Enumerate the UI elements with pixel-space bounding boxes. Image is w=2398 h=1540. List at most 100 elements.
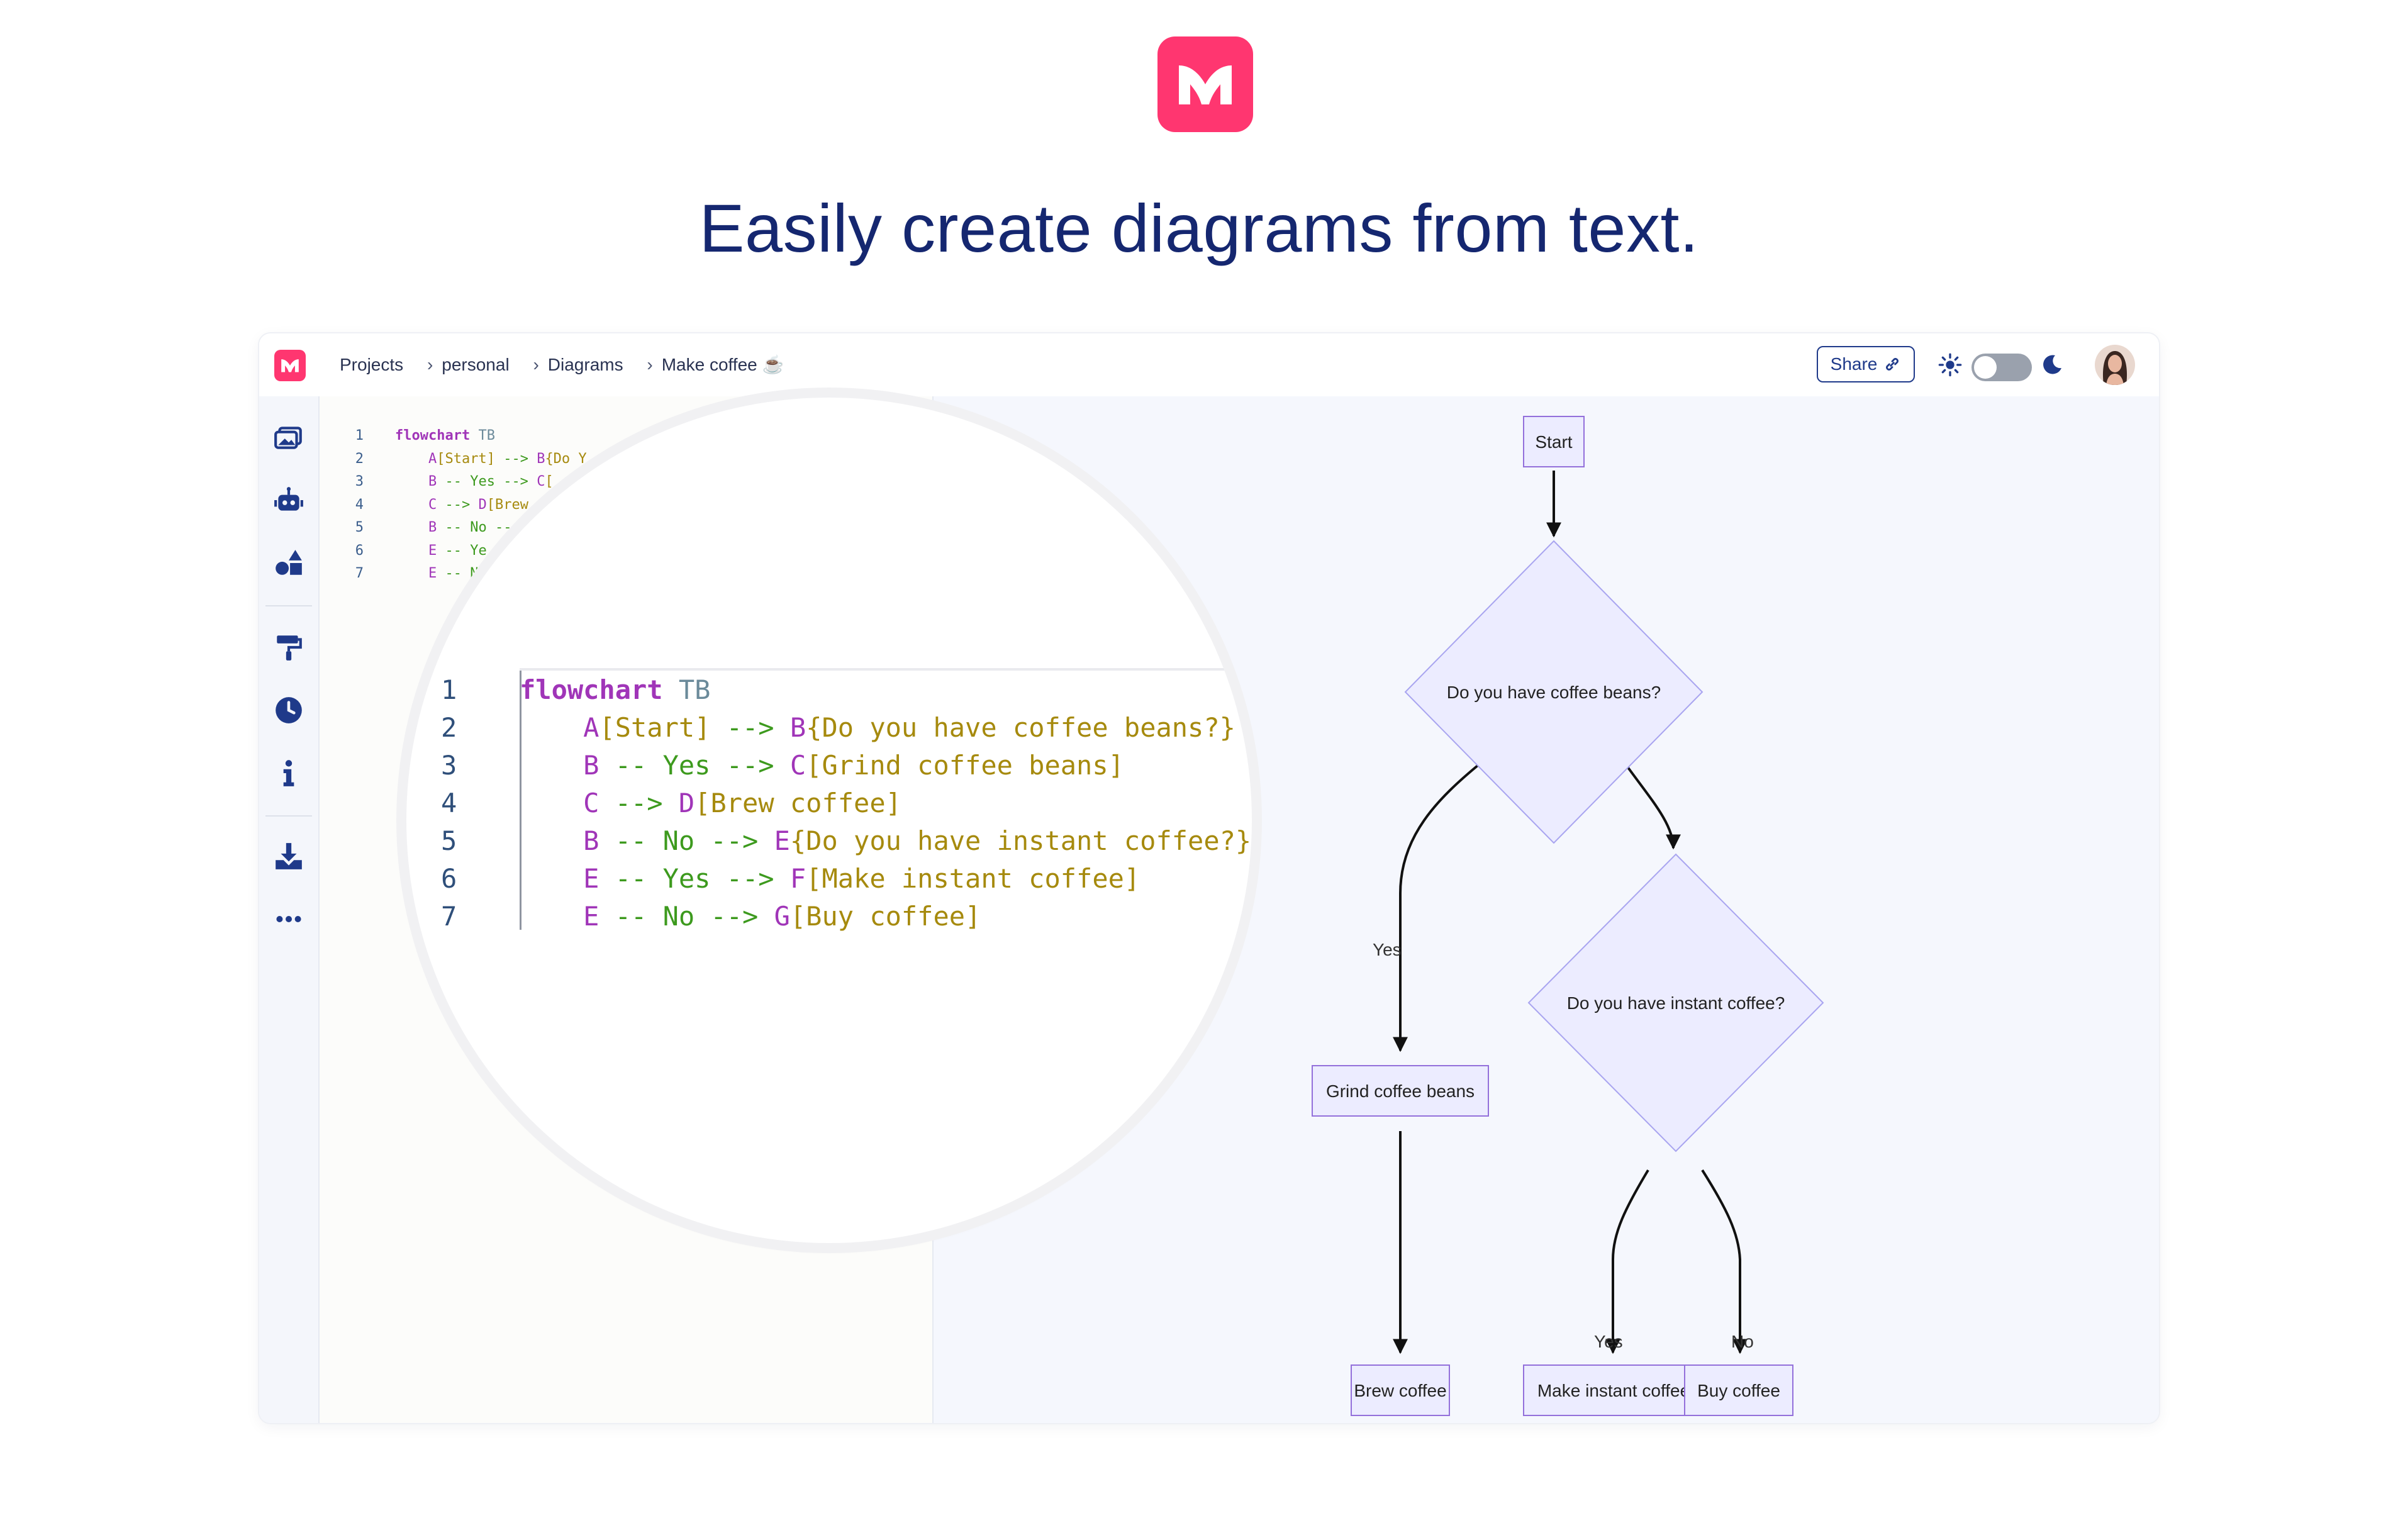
share-button[interactable]: Share bbox=[1817, 346, 1915, 382]
svg-text:Brew coffee: Brew coffee bbox=[1354, 1381, 1446, 1400]
code-token: E bbox=[520, 901, 600, 932]
sidebar-divider bbox=[265, 605, 312, 606]
line-number: 6 bbox=[355, 542, 364, 559]
line-number: 5 bbox=[355, 520, 364, 535]
edge-instant-yes bbox=[1605, 1169, 1649, 1354]
breadcrumb-current-diagram[interactable]: ›Make coffee ☕ bbox=[647, 355, 784, 374]
sidebar-divider bbox=[265, 815, 312, 817]
code-token: --> bbox=[437, 496, 479, 513]
hero-title: Easily create diagrams from text. bbox=[699, 190, 1699, 266]
code-line[interactable]: E -- Yes --> F[Make instant coffee] bbox=[520, 863, 1140, 894]
line-number: 7 bbox=[441, 901, 457, 932]
info-icon[interactable] bbox=[273, 757, 304, 789]
code-token: C bbox=[395, 496, 437, 513]
code-line[interactable]: C --> D[Brew coffee] bbox=[520, 788, 901, 818]
edge-label-yes: Yes bbox=[1594, 1332, 1623, 1351]
ai-bot-icon[interactable] bbox=[273, 484, 304, 516]
code-token: [Brew coffee] bbox=[694, 788, 901, 818]
top-bar: Projects ›personal ›Diagrams ›Make coffe… bbox=[259, 333, 2159, 398]
code-line[interactable]: E -- Ye bbox=[395, 543, 487, 559]
code-token: {Do Y bbox=[545, 450, 587, 467]
line-number: 4 bbox=[441, 788, 457, 818]
node-buy-coffee[interactable]: Buy coffee bbox=[1684, 1364, 1793, 1416]
code-token: D bbox=[678, 788, 695, 818]
code-line[interactable]: B -- Yes --> C[Grind coffee beans] bbox=[520, 750, 1124, 781]
code-token: D bbox=[478, 496, 487, 513]
code-token: A bbox=[520, 712, 600, 743]
download-icon[interactable] bbox=[273, 840, 304, 872]
code-token: [Brew bbox=[486, 496, 528, 513]
paint-roller-icon[interactable] bbox=[273, 632, 304, 663]
app-logo-icon[interactable] bbox=[274, 350, 306, 381]
node-coffee-beans-decision[interactable]: Do you have coffee beans? bbox=[1404, 540, 1704, 844]
code-line[interactable]: B -- No --> E{Do you have instant coffee… bbox=[520, 825, 1251, 856]
shapes-icon[interactable] bbox=[273, 547, 304, 579]
line-number: 3 bbox=[441, 750, 457, 781]
code-token: B bbox=[537, 450, 545, 467]
more-icon[interactable] bbox=[273, 903, 304, 935]
code-token: B bbox=[520, 750, 600, 781]
code-line[interactable]: C --> D[Brew bbox=[395, 497, 528, 513]
code-token: [Start] bbox=[437, 450, 495, 467]
code-line[interactable]: B -- No -- bbox=[395, 520, 511, 535]
line-number: 1 bbox=[355, 428, 364, 444]
code-line[interactable]: flowchart TB bbox=[395, 428, 495, 444]
code-line[interactable]: A[Start] --> B{Do Y bbox=[395, 451, 587, 467]
svg-text:Do you have coffee beans?: Do you have coffee beans? bbox=[1447, 683, 1661, 702]
code-token: -- No --> bbox=[599, 825, 774, 856]
line-number: 7 bbox=[355, 566, 364, 581]
theme-toggle[interactable] bbox=[1971, 354, 2032, 381]
line-number: 6 bbox=[441, 863, 457, 894]
code-token: F bbox=[789, 863, 806, 894]
breadcrumb-diagrams[interactable]: ›Diagrams bbox=[533, 355, 623, 374]
node-make-instant-coffee[interactable]: Make instant coffee bbox=[1523, 1364, 1704, 1416]
code-token: -- Yes --> bbox=[437, 474, 537, 489]
moon-icon[interactable] bbox=[2039, 352, 2065, 377]
code-token: B bbox=[395, 520, 437, 535]
code-line[interactable]: A[Start] --> B{Do you have coffee beans?… bbox=[520, 712, 1235, 743]
code-token: {Do you have instant coffee?} bbox=[789, 825, 1252, 856]
code-token: --> bbox=[599, 788, 679, 818]
breadcrumb-projects[interactable]: Projects bbox=[340, 355, 404, 374]
line-number: 2 bbox=[355, 450, 364, 467]
code-line[interactable]: E -- N bbox=[395, 566, 479, 581]
edge-label-no: No bbox=[1731, 1332, 1754, 1351]
node-instant-coffee-decision[interactable]: Do you have instant coffee? bbox=[1527, 853, 1824, 1152]
toggle-knob bbox=[1974, 356, 1997, 379]
breadcrumb-personal[interactable]: ›personal bbox=[427, 355, 510, 374]
line-number: 2 bbox=[441, 712, 457, 743]
code-line[interactable]: B -- Yes --> C[ bbox=[395, 474, 554, 489]
share-label: Share bbox=[1830, 354, 1878, 374]
code-token: C bbox=[520, 788, 600, 818]
code-token: --> bbox=[494, 450, 537, 467]
node-brew-coffee[interactable]: Brew coffee bbox=[1351, 1364, 1450, 1416]
code-token: [Grind coffee beans] bbox=[806, 750, 1124, 781]
code-line[interactable]: E -- No --> G[Buy coffee] bbox=[520, 901, 981, 932]
code-token: [Start] bbox=[599, 712, 711, 743]
edge-instant-no bbox=[1701, 1169, 1748, 1354]
code-token: B bbox=[520, 825, 600, 856]
code-token: [Buy coffee] bbox=[789, 901, 981, 932]
node-grind-coffee-beans[interactable]: Grind coffee beans bbox=[1312, 1065, 1489, 1117]
brand-logo bbox=[1157, 36, 1253, 132]
code-token: TB bbox=[470, 428, 495, 444]
svg-text:Start: Start bbox=[1535, 432, 1572, 452]
line-number: 5 bbox=[441, 825, 457, 856]
mermaid-logo-icon bbox=[1179, 65, 1232, 104]
code-token: -- Ye bbox=[437, 542, 487, 559]
avatar[interactable] bbox=[2095, 345, 2135, 385]
sun-icon[interactable] bbox=[1938, 352, 1963, 377]
edge-beans-no bbox=[1625, 764, 1681, 850]
history-icon[interactable] bbox=[273, 695, 304, 726]
line-number: 1 bbox=[441, 674, 457, 705]
gallery-icon[interactable] bbox=[273, 421, 304, 453]
code-token: --> bbox=[710, 712, 790, 743]
code-token: A bbox=[395, 450, 437, 467]
code-token: E bbox=[520, 863, 600, 894]
code-token: {Do you have coffee beans?} bbox=[806, 712, 1235, 743]
breadcrumb: Projects ›personal ›Diagrams ›Make coffe… bbox=[340, 354, 803, 375]
node-start[interactable]: Start bbox=[1523, 416, 1585, 467]
code-token: E bbox=[395, 542, 437, 559]
code-line[interactable]: flowchart TB bbox=[520, 674, 710, 705]
